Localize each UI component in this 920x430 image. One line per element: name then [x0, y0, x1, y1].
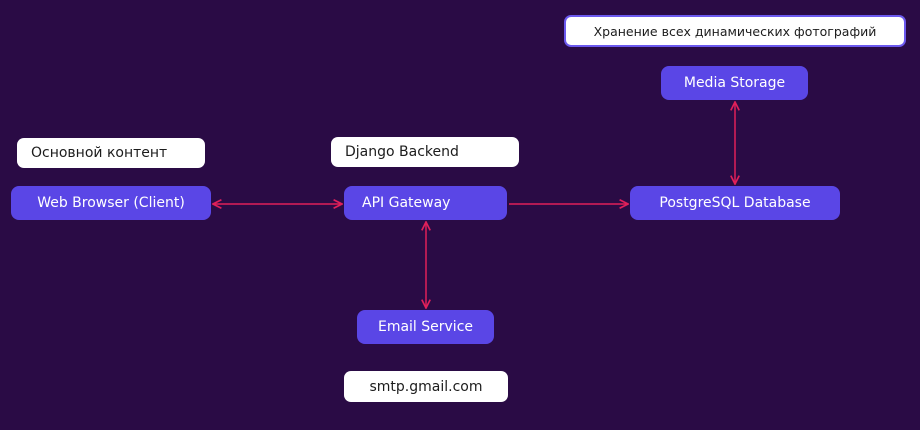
web-browser-node[interactable]: Web Browser (Client)	[11, 186, 211, 220]
media-storage-node[interactable]: Media Storage	[661, 66, 808, 100]
smtp-note: smtp.gmail.com	[344, 371, 508, 402]
media-storage-note: Хранение всех динамических фотографий	[564, 15, 906, 47]
api-gateway-node[interactable]: API Gateway	[344, 186, 507, 220]
email-service-node[interactable]: Email Service	[357, 310, 494, 344]
postgres-node[interactable]: PostgreSQL Database	[630, 186, 840, 220]
django-backend-note: Django Backend	[331, 137, 519, 167]
main-content-note: Основной контент	[17, 138, 205, 168]
